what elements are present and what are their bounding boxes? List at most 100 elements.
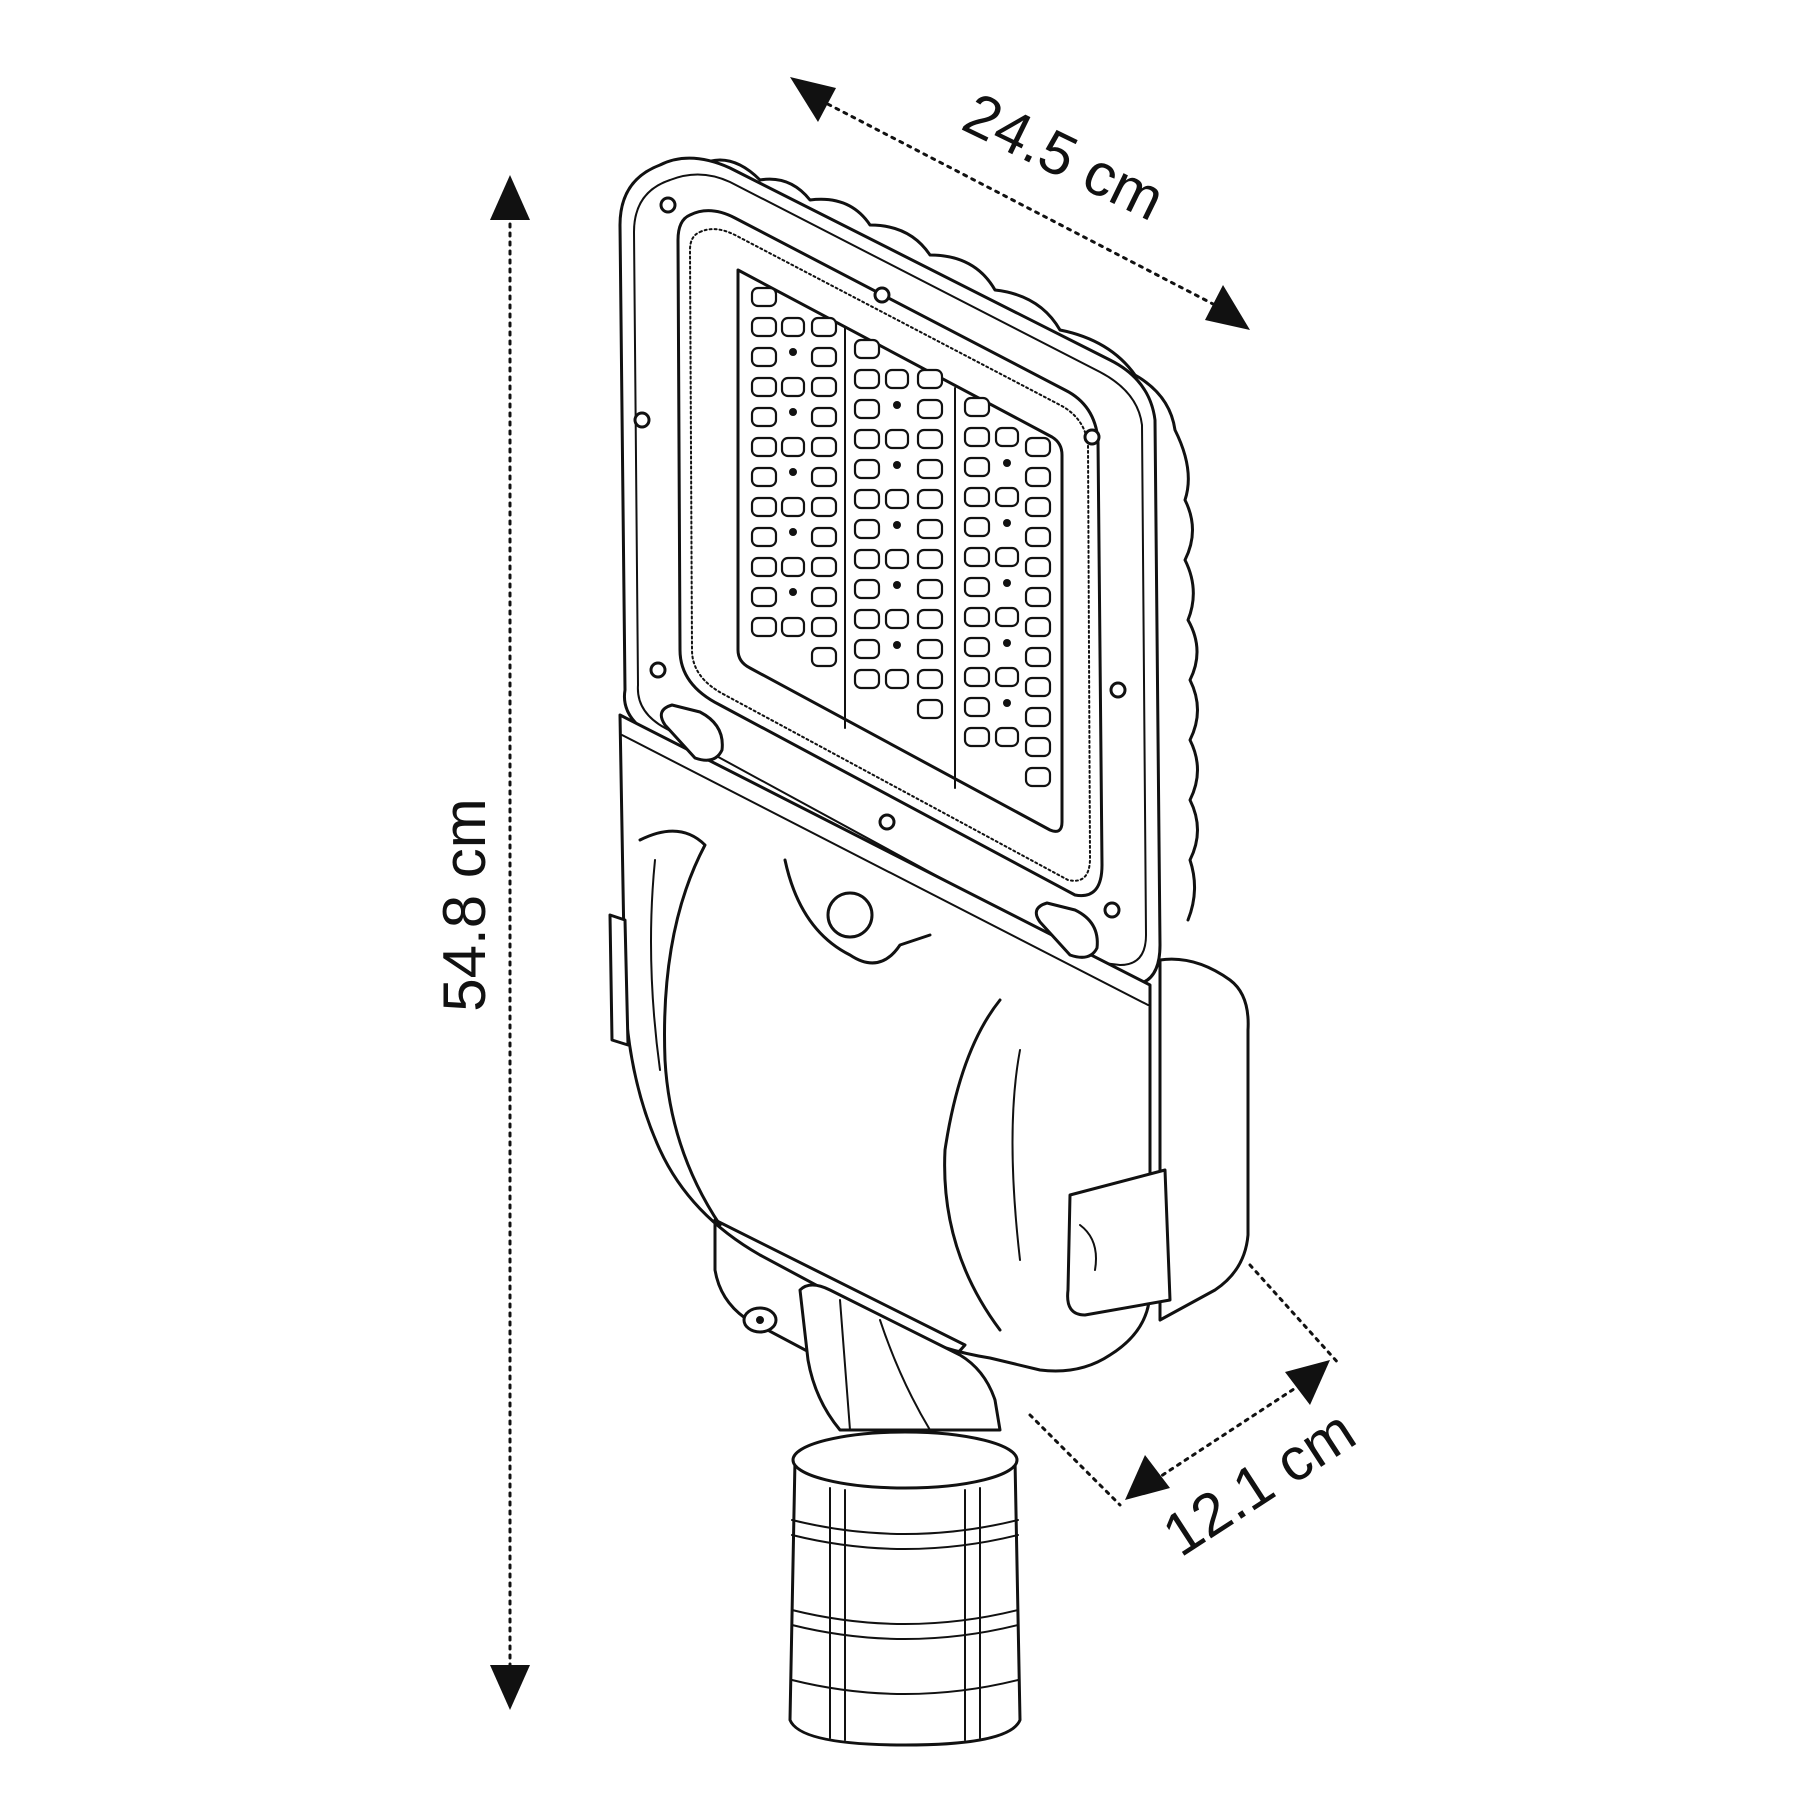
led-module (853, 518, 881, 540)
pole-clamp-band (791, 1609, 1019, 1625)
pole-adapter-neck-rib (879, 1319, 931, 1431)
led-module (916, 668, 944, 690)
led-module (1024, 496, 1052, 518)
height-label: 54.8 cm (431, 798, 498, 1011)
led-module (884, 428, 910, 450)
led-module (853, 548, 881, 570)
led-module (810, 406, 838, 428)
led-module (994, 486, 1020, 508)
led-module (916, 398, 944, 420)
led-dot (789, 528, 797, 536)
led-module (963, 516, 991, 538)
led-module (1024, 616, 1052, 638)
led-column-2 (853, 338, 944, 720)
frame-screws (633, 196, 1127, 919)
led-module (1024, 706, 1052, 728)
led-module (780, 436, 806, 458)
led-module (916, 488, 944, 510)
photocell-sensor (783, 858, 932, 965)
led-dot (1003, 459, 1011, 467)
depth-dimension-line (1153, 1383, 1302, 1482)
led-module (750, 346, 778, 368)
led-module (916, 638, 944, 660)
led-module (884, 548, 910, 570)
height-arrow-top (490, 175, 530, 220)
led-module (963, 636, 991, 658)
housing-bulge-left-inner (650, 859, 661, 1071)
pole-clamp-band (791, 1624, 1019, 1640)
led-dot (893, 461, 901, 469)
led-module (994, 666, 1020, 688)
led-module (810, 436, 838, 458)
led-module (994, 606, 1020, 628)
sensor-recess (783, 858, 932, 965)
hinge-clip-right (1034, 901, 1099, 959)
led-dot (1003, 639, 1011, 647)
led-column-3 (963, 396, 1052, 788)
led-module (750, 526, 778, 548)
led-module (853, 368, 881, 390)
screw-icon (1083, 428, 1101, 446)
screw-icon (1103, 901, 1121, 919)
led-module (1024, 676, 1052, 698)
housing-bulge-left (638, 829, 722, 1227)
screw-center (756, 1316, 764, 1324)
led-module (810, 376, 838, 398)
led-module (994, 426, 1020, 448)
led-module (750, 376, 778, 398)
screw-icon (633, 411, 651, 429)
led-dot (1003, 519, 1011, 527)
led-module (916, 698, 944, 720)
lamp-bezel-serration (689, 228, 1091, 882)
pole-adapter-neck-rib (839, 1299, 851, 1431)
pole-clamp (788, 1458, 1022, 1747)
screw-icon (1109, 681, 1127, 699)
led-module (853, 428, 881, 450)
led-module (750, 586, 778, 608)
latch-clip-inner (1079, 1224, 1097, 1271)
pole-clamp-band (791, 1679, 1019, 1695)
led-module (994, 726, 1020, 748)
heat-sink-fins (698, 158, 1199, 922)
led-module (916, 368, 944, 390)
led-module (884, 668, 910, 690)
lamp-head-frame-inner-rim (633, 173, 1147, 966)
depth-extension-right (1248, 1263, 1342, 1367)
led-dot (893, 641, 901, 649)
led-module (853, 578, 881, 600)
screw-icon (878, 813, 896, 831)
led-module (750, 556, 778, 578)
led-module (780, 556, 806, 578)
led-module (810, 586, 838, 608)
led-module (1024, 436, 1052, 458)
led-module (963, 486, 991, 508)
led-module (810, 616, 838, 638)
led-module (1024, 766, 1052, 788)
pole-clamp-top-ring (791, 1430, 1019, 1490)
led-module (750, 436, 778, 458)
depth-arrow-right (1285, 1360, 1330, 1405)
housing-bulge-right (943, 998, 1002, 1332)
led-module (810, 646, 838, 668)
side-module-right (1158, 957, 1250, 1322)
led-module (963, 456, 991, 478)
led-module (916, 608, 944, 630)
led-module (750, 406, 778, 428)
height-dimension: 54.8 cm (431, 175, 530, 1710)
housing-bulge-right-inner (1011, 1049, 1021, 1261)
led-module (916, 458, 944, 480)
led-module (884, 368, 910, 390)
driver-housing-top-edge (621, 734, 1149, 1006)
led-module (916, 578, 944, 600)
led-module (963, 666, 991, 688)
pole-clamp-band (791, 1519, 1019, 1535)
led-module (810, 316, 838, 338)
led-module (994, 546, 1020, 568)
sensor-icon (826, 891, 874, 939)
pole-clamp-band (791, 1534, 1019, 1550)
led-dot (789, 588, 797, 596)
screw-icon (649, 661, 667, 679)
led-module (810, 346, 838, 368)
led-module (1024, 736, 1052, 758)
